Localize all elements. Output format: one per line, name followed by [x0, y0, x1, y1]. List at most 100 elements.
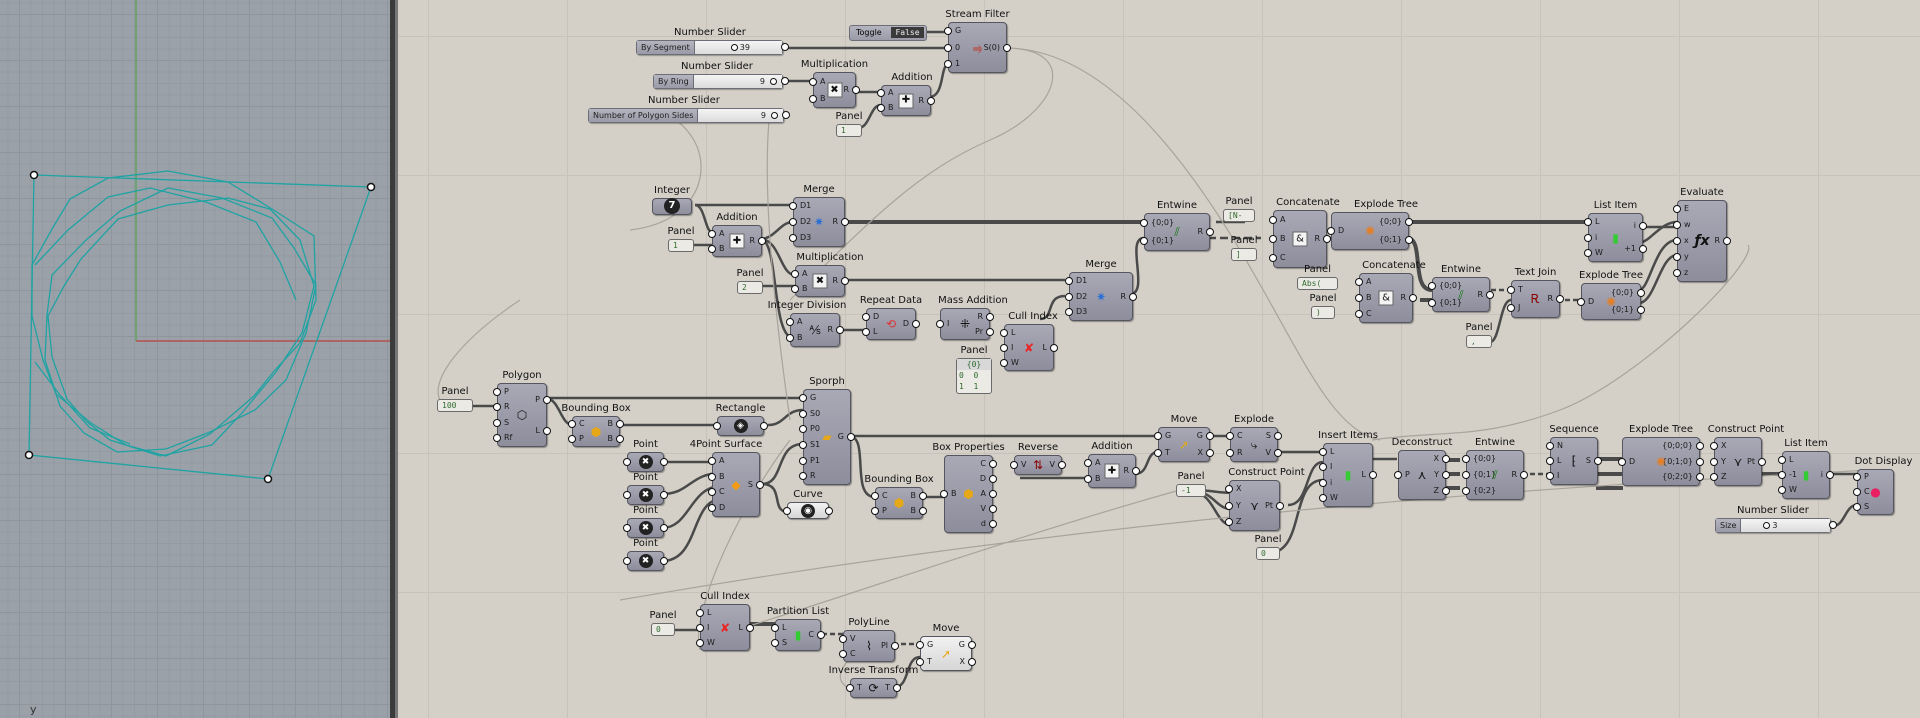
input-pin[interactable] — [493, 434, 501, 443]
input-pin[interactable] — [1778, 486, 1786, 495]
output-pin[interactable] — [660, 458, 668, 466]
input-pin[interactable] — [1319, 494, 1327, 503]
curve-component[interactable]: Curve◉ — [783, 489, 833, 519]
input-pin[interactable] — [786, 318, 794, 326]
input-pin[interactable] — [1584, 217, 1592, 226]
output-pin[interactable] — [817, 631, 825, 639]
input-pin[interactable] — [1710, 457, 1718, 466]
output-pin[interactable] — [1129, 292, 1137, 301]
input-pin[interactable] — [1673, 237, 1681, 245]
input-pin[interactable] — [1140, 219, 1148, 227]
input-pin[interactable] — [1226, 432, 1234, 441]
output-pin[interactable] — [756, 480, 764, 489]
input-pin[interactable] — [1584, 249, 1592, 258]
input-pin[interactable] — [916, 641, 924, 650]
output-pin[interactable] — [919, 506, 927, 515]
output-pin[interactable] — [543, 426, 551, 435]
input-pin[interactable] — [1462, 471, 1470, 479]
input-pin[interactable] — [1000, 358, 1008, 367]
output-pin[interactable] — [1594, 457, 1602, 465]
output-pin[interactable] — [989, 474, 997, 483]
input-pin[interactable] — [1778, 471, 1786, 479]
input-pin[interactable] — [1154, 448, 1162, 457]
input-pin[interactable] — [839, 649, 847, 658]
output-pin[interactable] — [1369, 471, 1377, 479]
input-pin[interactable] — [1269, 253, 1277, 262]
panel-6[interactable]: Panel[N- — [1223, 196, 1255, 222]
control-point[interactable] — [24, 450, 34, 460]
input-pin[interactable] — [1226, 448, 1234, 457]
input-pin[interactable] — [1394, 471, 1402, 479]
output-pin[interactable] — [616, 420, 624, 429]
input-pin[interactable] — [1065, 276, 1073, 285]
output-pin[interactable] — [1206, 228, 1214, 236]
output-pin[interactable] — [1132, 467, 1140, 475]
output-pin[interactable] — [986, 312, 994, 321]
output-pin[interactable] — [781, 77, 789, 85]
input-pin[interactable] — [1462, 455, 1470, 463]
input-pin[interactable] — [799, 409, 807, 418]
viewport-splitter[interactable] — [390, 0, 395, 718]
slider-track[interactable]: 9 — [693, 75, 782, 88]
input-pin[interactable] — [1428, 298, 1436, 307]
input-pin[interactable] — [936, 320, 944, 328]
input-pin[interactable] — [944, 27, 952, 36]
rectangle-component[interactable]: Rectangle◈ — [713, 403, 768, 436]
output-pin[interactable] — [912, 320, 920, 328]
input-pin[interactable] — [783, 506, 791, 515]
input-pin[interactable] — [708, 472, 716, 481]
output-pin[interactable] — [758, 237, 766, 245]
point-component[interactable]: Point✖ — [623, 472, 668, 505]
output-pin[interactable] — [1723, 237, 1731, 245]
slider-body[interactable]: Size 3 — [1715, 518, 1831, 533]
input-pin[interactable] — [708, 229, 716, 238]
input-pin[interactable] — [493, 403, 501, 412]
output-pin[interactable] — [1442, 487, 1450, 495]
output-pin[interactable] — [1758, 457, 1766, 466]
input-pin[interactable] — [1269, 216, 1277, 225]
slider-body[interactable]: Number of Polygon Sides 9 — [588, 108, 784, 123]
input-pin[interactable] — [799, 472, 807, 481]
input-pin[interactable] — [846, 684, 854, 692]
input-pin[interactable] — [623, 491, 631, 499]
output-pin[interactable] — [968, 641, 976, 650]
input-pin[interactable] — [1225, 485, 1233, 494]
output-pin[interactable] — [1637, 288, 1645, 297]
input-pin[interactable] — [786, 334, 794, 342]
slider-track[interactable]: 39 — [694, 41, 782, 54]
input-pin[interactable] — [1355, 310, 1363, 318]
output-pin[interactable] — [989, 520, 997, 529]
output-pin[interactable] — [1323, 235, 1331, 243]
output-pin[interactable] — [1405, 236, 1413, 244]
control-point[interactable] — [366, 182, 376, 192]
output-pin[interactable] — [841, 218, 849, 226]
input-pin[interactable] — [1065, 292, 1073, 301]
slider-body[interactable]: By Segment 39 — [636, 40, 783, 55]
input-pin[interactable] — [771, 638, 779, 647]
input-pin[interactable] — [1084, 459, 1092, 467]
input-pin[interactable] — [839, 634, 847, 643]
slider-knob[interactable] — [770, 78, 777, 85]
output-pin[interactable] — [616, 434, 624, 443]
